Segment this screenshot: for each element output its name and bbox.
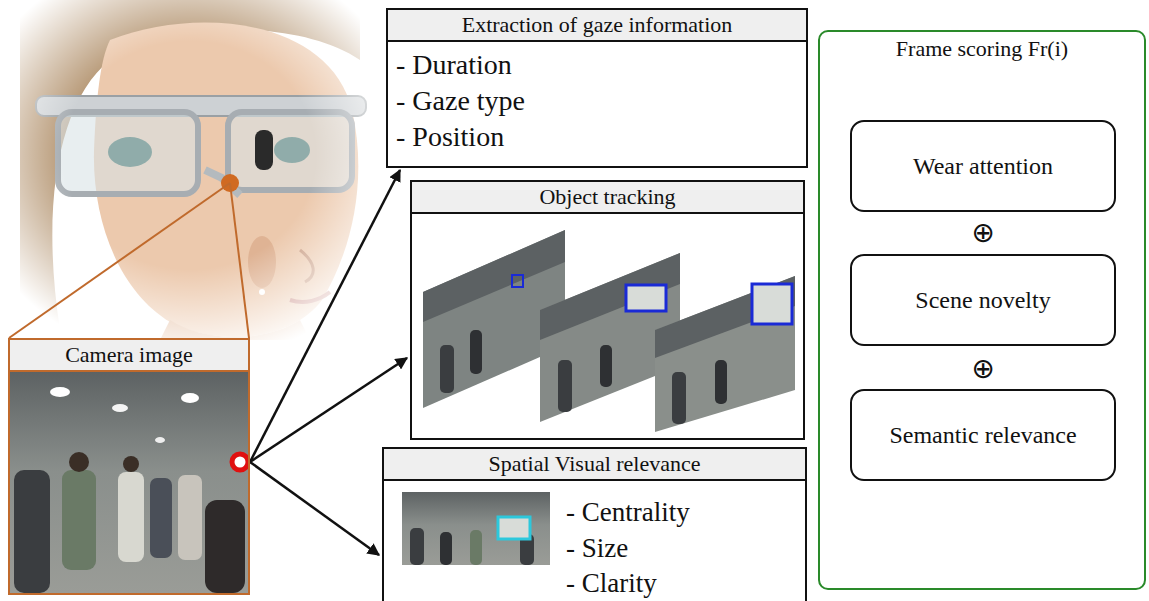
tracking-frames xyxy=(423,230,795,432)
box-heading: Extraction of gaze information xyxy=(388,10,806,42)
feature-item: - Size xyxy=(566,531,628,565)
combine-symbol: ⊕ xyxy=(971,354,994,384)
scoring-panel: Frame scoring Fr(i) Wear attentionScene n… xyxy=(818,30,1146,590)
tracking-box: Object tracking xyxy=(410,180,805,440)
score-term-box: Semantic relevance xyxy=(850,389,1116,481)
flow-arrow xyxy=(250,462,379,555)
info-box: Extraction of gaze information - Duration… xyxy=(386,8,808,168)
feature-item: - Clarity xyxy=(566,566,657,600)
combine-symbol: ⊕ xyxy=(971,218,994,248)
camera-scene xyxy=(10,372,248,593)
box-heading: Frame scoring Fr(i) xyxy=(820,34,1144,64)
feature-item: - Centrality xyxy=(566,495,690,529)
spatial-thumbnail xyxy=(402,492,550,565)
feature-item: - Gaze type xyxy=(396,84,525,118)
relevance-box: Spatial Visual relevance - Centrality- Si… xyxy=(382,447,807,601)
score-term-box: Scene novelty xyxy=(850,254,1116,346)
term-label: Scene novelty xyxy=(915,287,1050,314)
wearer-photo xyxy=(0,0,380,345)
term-label: Semantic relevance xyxy=(889,422,1076,449)
flow-arrow xyxy=(250,170,400,462)
box-heading: Spatial Visual relevance xyxy=(384,449,805,481)
feature-item: - Duration xyxy=(396,48,512,82)
feature-item: - Position xyxy=(396,120,504,154)
box-heading: Camera image xyxy=(10,340,248,372)
score-term-box: Wear attention xyxy=(850,120,1116,212)
term-label: Wear attention xyxy=(913,153,1053,180)
camera-box: Camera image xyxy=(8,338,250,595)
box-heading: Object tracking xyxy=(412,182,803,214)
